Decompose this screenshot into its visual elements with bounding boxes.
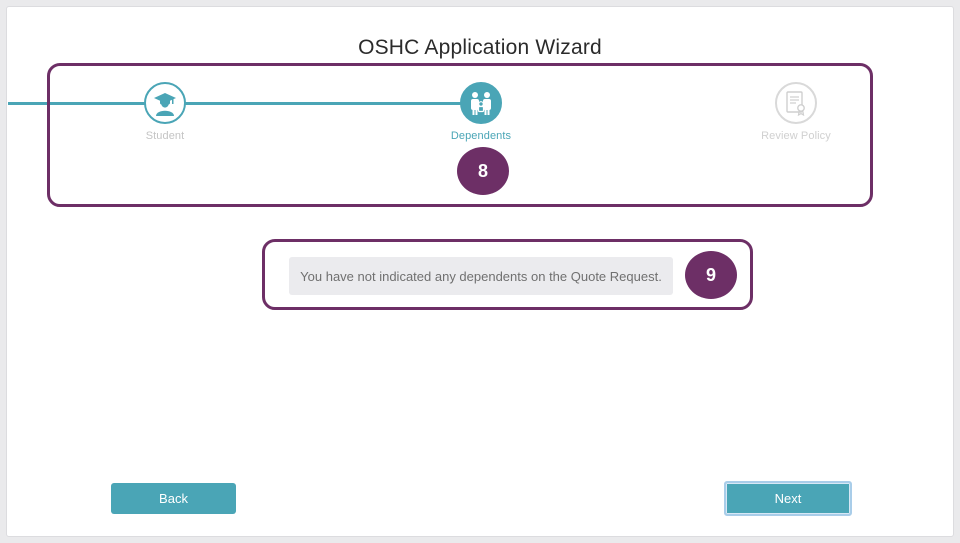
annotation-badge-8: 8 — [457, 147, 509, 195]
step-review-policy[interactable]: Review Policy — [736, 82, 856, 142]
step-review-circle — [775, 82, 817, 124]
graduate-icon — [154, 93, 176, 116]
annotation-badge-9: 9 — [685, 251, 737, 299]
family-icon — [471, 92, 491, 115]
step-review-label: Review Policy — [761, 130, 831, 142]
page-title: OSHC Application Wizard — [358, 36, 602, 59]
annotation-box-notice — [262, 239, 753, 310]
annotation-box-stepper — [47, 63, 873, 207]
step-dependents-circle — [460, 82, 502, 124]
no-dependents-notice: You have not indicated any dependents on… — [289, 257, 673, 295]
next-button[interactable]: Next — [724, 481, 852, 516]
step-student-label: Student — [145, 130, 185, 142]
back-button[interactable]: Back — [111, 483, 236, 514]
step-dependents[interactable]: Dependents — [421, 82, 541, 142]
progress-track-completed — [8, 102, 482, 105]
step-student[interactable]: Student — [105, 82, 225, 142]
certificate-icon — [786, 91, 805, 116]
step-dependents-label: Dependents — [450, 130, 512, 142]
step-student-circle — [144, 82, 186, 124]
